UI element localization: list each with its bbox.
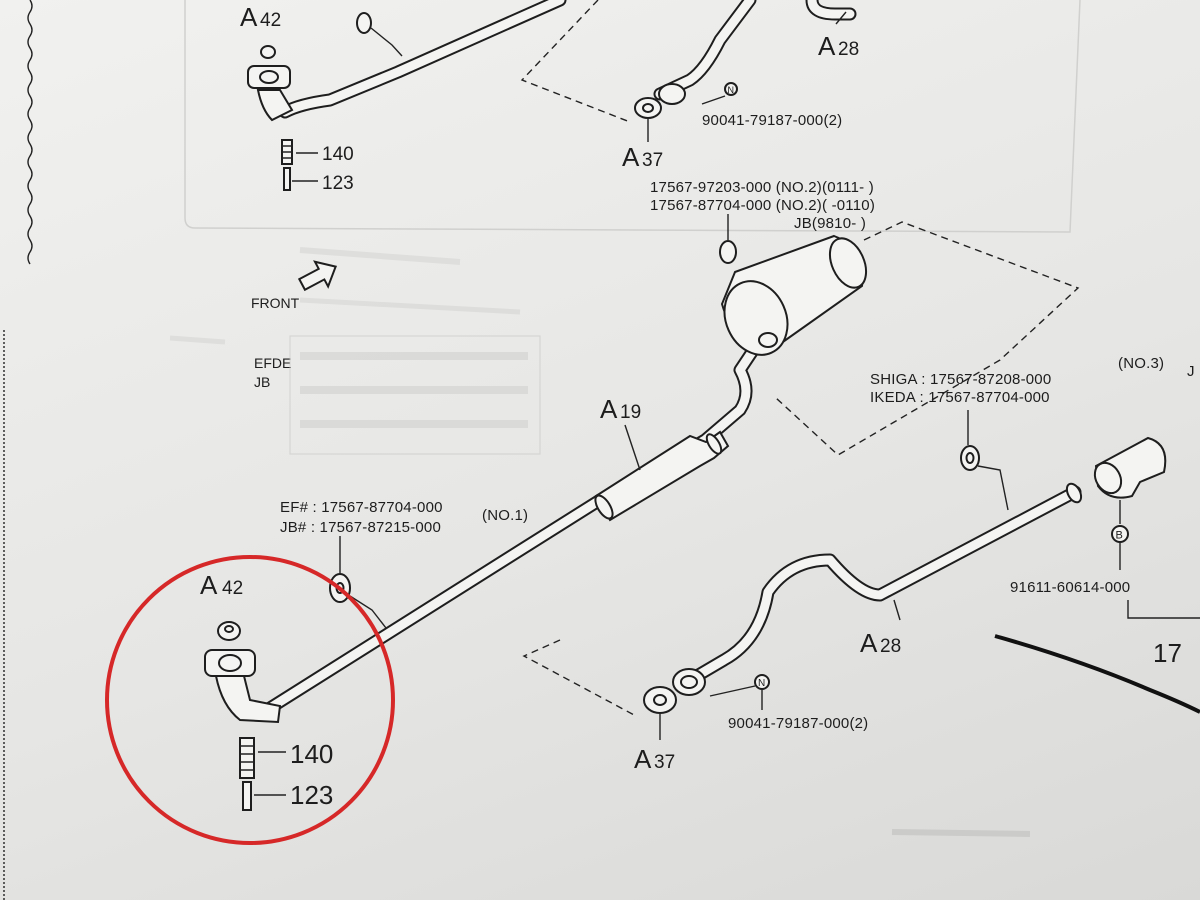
part-number-ef: EF# : 17567-87704-000: [280, 499, 443, 516]
n-marker: N: [758, 678, 765, 689]
front-label: FRONT: [251, 295, 300, 311]
callout-a37: 37: [654, 752, 675, 773]
page-curl: [994, 634, 1200, 714]
upper-bolt-123: [283, 167, 291, 191]
upper-callout-a37: 37: [642, 150, 663, 171]
callout-a37-letter: A: [634, 744, 652, 774]
resonator-a19: [594, 430, 730, 522]
part-number-shiga: SHIGA : 17567-87208-000: [870, 371, 1051, 388]
upper-callout-a28: 28: [838, 39, 859, 60]
muffler-no2: [720, 234, 868, 356]
upper-callout-140: 140: [322, 144, 354, 165]
b-marker: B: [1116, 530, 1123, 542]
part-number-b: 91611-60614-000: [1010, 579, 1130, 596]
edge-j: J: [1187, 363, 1195, 380]
upper-gasket-a42: [260, 45, 276, 59]
upper-frame: [184, 0, 1081, 233]
engine-efde-label: EFDE: [254, 355, 291, 371]
part-number-n: 90041-79187-000(2): [728, 715, 868, 732]
upper-assembly: [247, 0, 857, 191]
upper-n-marker: N: [728, 85, 735, 95]
upper-hanger: [356, 12, 372, 34]
engine-jb-label: JB: [254, 374, 270, 390]
upper-callout-a42: 42: [260, 10, 281, 31]
upper-flange-a28: [658, 83, 686, 105]
highlight-circle: [105, 555, 395, 845]
upper-callout-a-letter: A: [240, 2, 258, 32]
part-number-ikeda: IKEDA : 17567-87704-000: [870, 389, 1050, 406]
page-edge: [27, 0, 33, 265]
spring-140: [239, 737, 255, 779]
callout-a42: 42: [222, 578, 243, 599]
front-arrow: [297, 260, 337, 292]
edge-number-17: 17: [1153, 638, 1182, 668]
part-number-jb-range: JB(9810- ): [794, 215, 866, 232]
upper-callout-123: 123: [322, 173, 354, 194]
part-number-no2-a: 17567-97203-000 (NO.2)(0111- ): [650, 179, 874, 196]
callout-a28-letter: A: [860, 628, 878, 658]
upper-elbow: [256, 89, 294, 122]
callout-a19-letter: A: [600, 394, 618, 424]
bolt-123: [242, 781, 252, 811]
upper-callout-a28-letter: A: [818, 31, 836, 61]
callout-140: 140: [290, 739, 333, 769]
upper-part-number: 90041-79187-000(2): [702, 112, 842, 129]
upper-callout-a37-letter: A: [622, 142, 640, 172]
part-number-jb-no1: JB# : 17567-87215-000: [280, 519, 441, 536]
callout-a19: 19: [620, 402, 641, 423]
callout-a42-letter: A: [200, 570, 218, 600]
callout-a28: 28: [880, 636, 901, 657]
part-number-no2-b: 17567-87704-000 (NO.2)( -0110): [650, 197, 875, 214]
bleed-through-block: [169, 247, 541, 455]
muffler-hanger: [719, 240, 737, 264]
bottom-smudge: [891, 829, 1031, 837]
part-number-no3: (NO.3): [1118, 355, 1164, 372]
callout-123: 123: [290, 780, 333, 810]
front-elbow: [214, 675, 282, 724]
part-number-no1: (NO.1): [482, 507, 528, 524]
